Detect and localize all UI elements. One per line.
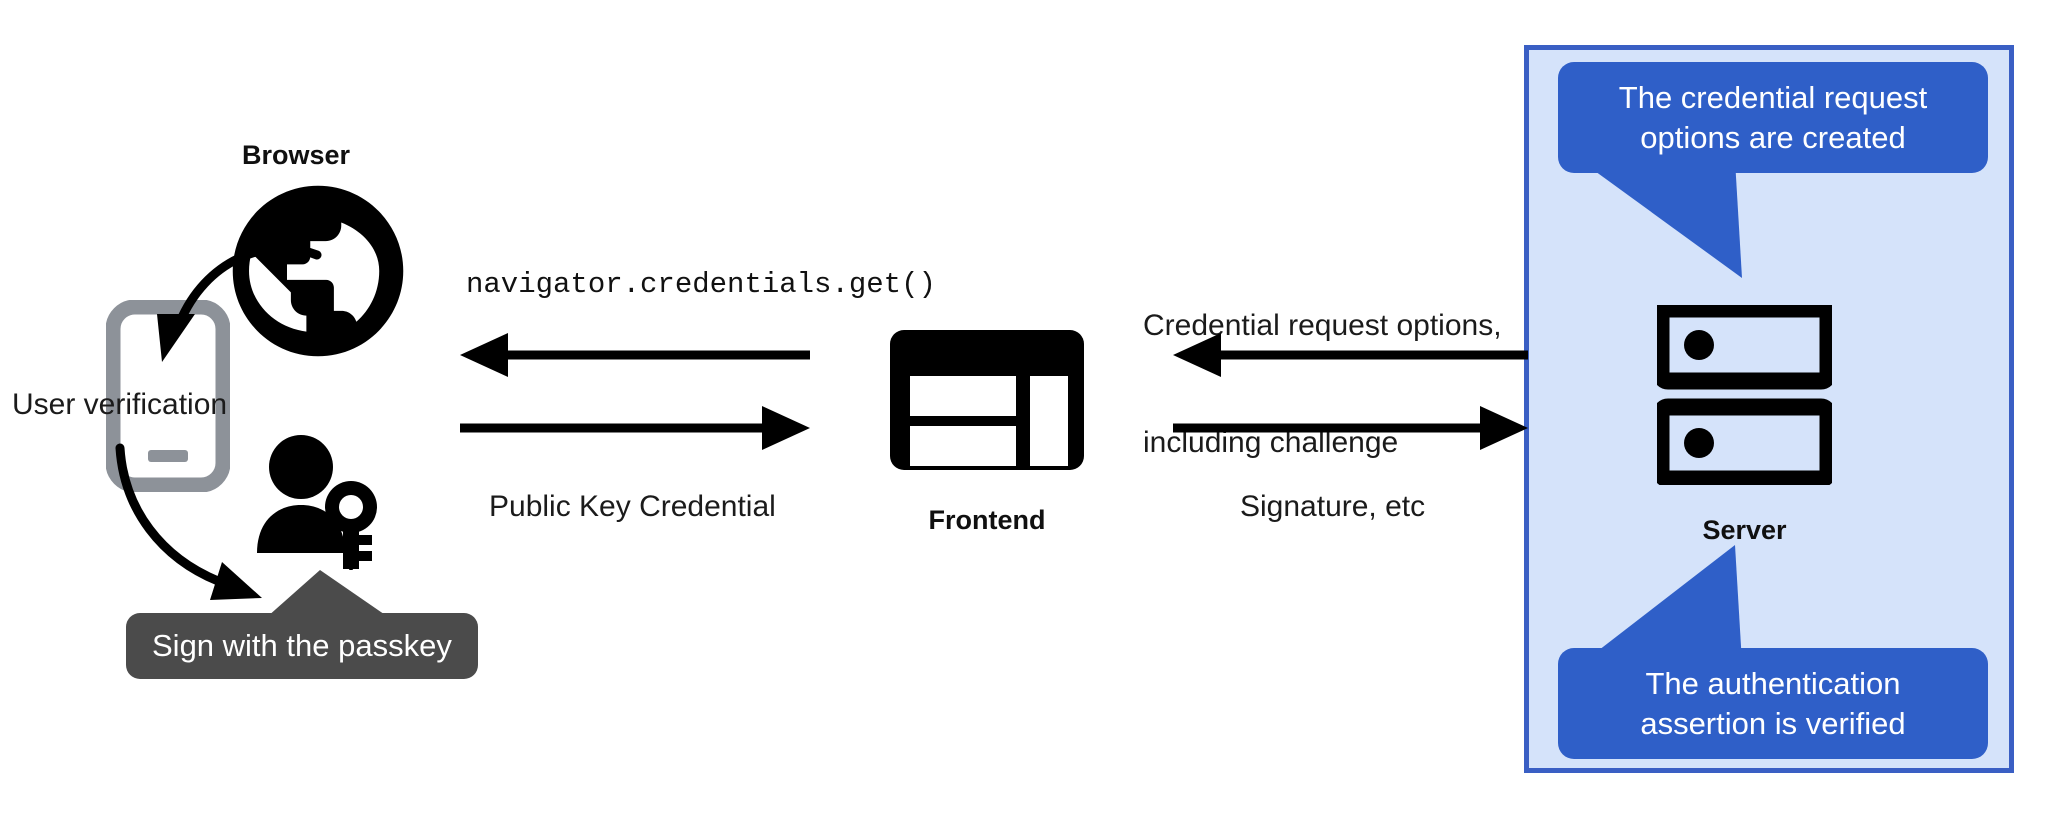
passkey-callout: Sign with the passkey xyxy=(126,613,478,680)
arrow-server-to-frontend xyxy=(1173,333,1528,377)
callout-top-tail xyxy=(1588,160,1742,278)
signature-etc-label: Signature, etc xyxy=(1240,490,1426,523)
server-rack-icon xyxy=(1657,305,1832,485)
server-callout-bottom: The authentication assertion is verified xyxy=(1558,648,1988,760)
server-label: Server xyxy=(1702,515,1787,545)
server-callout-bottom-line1: The authentication xyxy=(1645,666,1901,701)
smartphone-icon xyxy=(106,300,230,492)
arrow-browser-to-frontend xyxy=(460,406,810,450)
globe-icon xyxy=(225,178,411,364)
user-verification-label: User verification xyxy=(12,388,228,421)
public-key-credential-label: Public Key Credential xyxy=(489,490,776,523)
navigator-credentials-get-label: navigator.credentials.get() xyxy=(466,268,936,301)
person-with-key-icon xyxy=(255,435,385,570)
browser-label: Browser xyxy=(241,140,351,170)
arrow-frontend-to-server xyxy=(1173,406,1528,450)
arrow-frontend-to-browser xyxy=(460,333,810,377)
credential-request-options-line1: Credential request options, xyxy=(1143,309,1502,342)
server-callout-top: The credential request options are creat… xyxy=(1558,62,1988,174)
web-layout-icon xyxy=(890,330,1084,470)
server-callout-top-line1: The credential request xyxy=(1618,80,1928,115)
credential-request-options-label: Credential request options, including ch… xyxy=(1143,228,1502,540)
arrow-device-to-user xyxy=(115,443,262,600)
server-callout-top-line2: options are created xyxy=(1640,119,1906,155)
server-callout-bottom-line2: assertion is verified xyxy=(1640,705,1906,741)
arrow-browser-to-device xyxy=(157,243,322,362)
frontend-label: Frontend xyxy=(928,505,1046,535)
callout-bottom-tail xyxy=(1588,545,1742,663)
